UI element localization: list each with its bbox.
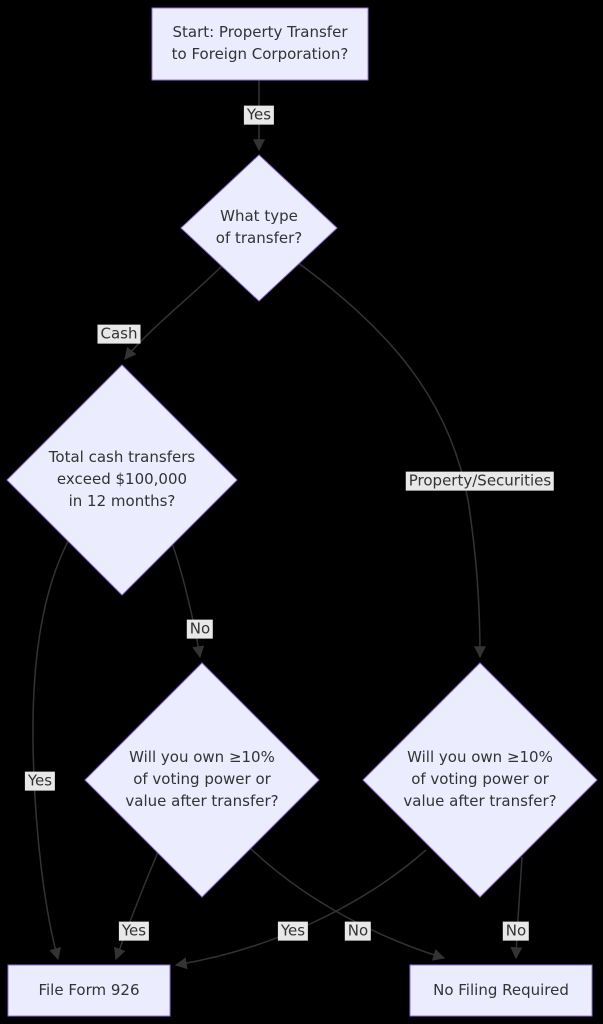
transfer-type-node-label: What type of transfer? [215,207,303,247]
edge-cash-threshold-yes-to-file-form [32,523,79,961]
edge-label-property-securities: Property/Securities [405,471,555,491]
no-filing-node-label: No Filing Required [433,980,569,999]
edge-label-start-yes: Yes [243,105,275,125]
edge-label-threshold-no: No [186,619,214,639]
start-node-label: Start: Property Transfer to Foreign Corp… [171,23,349,63]
transfer-type-diamond-shape [180,154,338,302]
start-node-shape [151,7,369,81]
no-filing-node-shape [409,964,593,1017]
edge-ownership-left-yes-to-file-form [114,851,159,961]
cash-threshold-node-label: Total cash transfers exceed $100,000 in … [48,448,196,510]
edge-label-ownership-right-no: No [502,921,530,941]
edge-transfer-type-to-cash-threshold [124,262,226,360]
ownership-left-node-label: Will you own ≥10% of voting power or val… [125,748,279,810]
edge-ownership-left-no-to-no-filing [249,847,446,961]
edge-label-ownership-left-yes: Yes [118,921,150,941]
file-form-926-node-shape [7,964,171,1017]
edge-transfer-type-to-ownership-right [296,261,486,659]
file-form-926-node-label: File Form 926 [38,980,140,999]
ownership-right-diamond-shape [362,662,598,898]
edge-label-ownership-right-yes: Yes [277,921,309,941]
edge-ownership-right-yes-to-file-form [174,849,427,970]
edge-label-cash: Cash [97,324,141,344]
edge-label-ownership-left-no: No [344,921,372,941]
ownership-right-node-label: Will you own ≥10% of voting power or val… [403,748,557,810]
edge-label-threshold-yes: Yes [24,771,56,791]
edge-ownership-right-no-to-no-filing [510,856,523,960]
cash-threshold-diamond-shape [6,364,238,596]
ownership-left-diamond-shape [84,662,320,898]
